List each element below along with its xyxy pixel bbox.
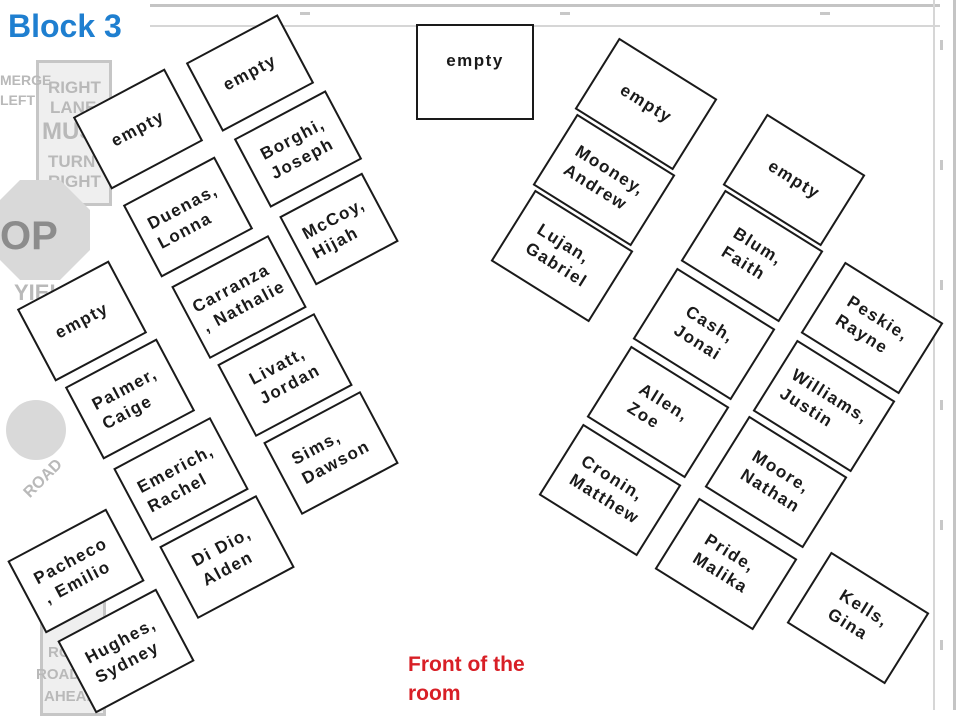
frame-tick <box>940 520 943 530</box>
border-right-decoration <box>933 0 956 710</box>
desk-label: Pacheco , Emilio <box>30 533 114 608</box>
bg-text: LEFT <box>0 92 35 108</box>
desk-label: Moore, Nathan <box>737 446 814 517</box>
desk-label: Cronin, Matthew <box>566 451 648 528</box>
bg-text: OP <box>0 214 58 258</box>
front-of-room-label: Front of the room <box>408 653 525 705</box>
bg-text: ROAD <box>36 666 81 683</box>
desk-label: Sims, Dawson <box>288 427 374 489</box>
desk-label: Lujan, Gabriel <box>522 219 594 292</box>
desk-label: Carranza , Nathalie <box>189 259 289 336</box>
desk-label: empty <box>107 106 168 151</box>
desk-label: Di Dio, Alden <box>188 523 257 590</box>
bg-text: MERGE <box>0 72 52 88</box>
frame-tick <box>820 12 830 15</box>
desk-label: Williams, Justin <box>776 365 873 432</box>
frame-tick <box>560 12 570 15</box>
page-title: Block 3 <box>8 8 122 44</box>
desk-label: Peskie, Rayne <box>832 291 913 358</box>
frame-tick <box>940 280 943 290</box>
frame-tick <box>940 400 943 410</box>
desk-label: Mooney, Andrew <box>560 141 649 215</box>
desk-label: Emerich, Rachel <box>134 440 218 517</box>
border-top-decoration <box>150 4 940 27</box>
desk-label: Borghi, Joseph <box>257 114 337 184</box>
desk-label: Kells, Gina <box>824 585 893 644</box>
desk-label: Palmer, Caige <box>88 363 161 434</box>
stop-sign-shape <box>0 180 90 280</box>
desk-label: McCoy, Hijah <box>299 194 369 263</box>
bg-text: RIGHT <box>48 78 101 97</box>
desk-label: empty <box>219 50 280 95</box>
frame-tick <box>940 160 943 170</box>
desk-label: Cash, Jonai <box>670 301 738 365</box>
desk-label: Duenas, Lonna <box>144 180 221 253</box>
desk-label: empty <box>616 80 676 127</box>
desk-label: Allen, Zoe <box>623 379 693 433</box>
desk[interactable]: Kells, Gina <box>786 551 930 685</box>
desk-label: empty <box>446 51 504 70</box>
desk-label: Livatt, Jordan <box>246 343 324 409</box>
frame-tick <box>300 12 310 15</box>
desk-label: Hughes, Sydney <box>81 614 163 687</box>
desk-label: empty <box>764 156 824 203</box>
desk[interactable]: empty <box>416 24 534 120</box>
railroad-sign-shape <box>6 400 66 460</box>
desk-label: Pride, Malika <box>689 530 759 598</box>
desk-label: empty <box>51 298 112 343</box>
frame-tick <box>940 640 943 650</box>
frame-tick <box>940 40 943 50</box>
desk-label: Blum, Faith <box>718 223 787 284</box>
bg-text: ROAD <box>20 455 66 502</box>
bg-text: TURN <box>48 152 96 171</box>
